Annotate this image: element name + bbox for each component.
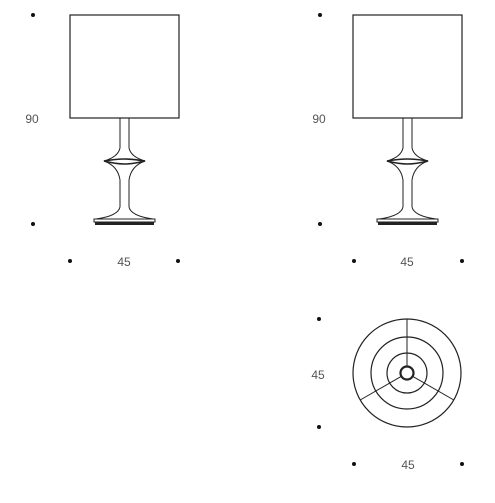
width-marker-left-dot (352, 462, 356, 466)
width-marker-left-dot (68, 259, 72, 263)
lamp-base (93, 218, 156, 225)
top-view-radial-lines (359, 319, 455, 401)
lamp-base (376, 218, 439, 225)
lamp-shade (352, 14, 463, 119)
lamp-shade (69, 14, 180, 119)
lamp-stem (378, 118, 437, 220)
width-marker-left-dot (352, 259, 356, 263)
width-dimension-label: 45 (117, 255, 131, 269)
height-dimension-label: 90 (312, 112, 326, 126)
top-view: 45 45 (311, 317, 464, 472)
width-marker-right-dot (460, 462, 464, 466)
front-view-left: 90 45 (25, 13, 180, 269)
front-view-right: 90 45 (312, 13, 464, 269)
width-dimension-label: 45 (400, 255, 414, 269)
depth-dimension-label: 45 (311, 368, 325, 382)
width-dimension-label: 45 (401, 458, 415, 472)
depth-marker-bottom-dot (317, 425, 321, 429)
lamp-stem (95, 118, 154, 220)
height-marker-top-dot (318, 13, 322, 17)
height-marker-bottom-dot (318, 222, 322, 226)
width-marker-right-dot (460, 259, 464, 263)
height-dimension-label: 90 (25, 112, 39, 126)
depth-marker-top-dot (317, 317, 321, 321)
width-marker-right-dot (176, 259, 180, 263)
height-marker-top-dot (31, 13, 35, 17)
height-marker-bottom-dot (31, 222, 35, 226)
